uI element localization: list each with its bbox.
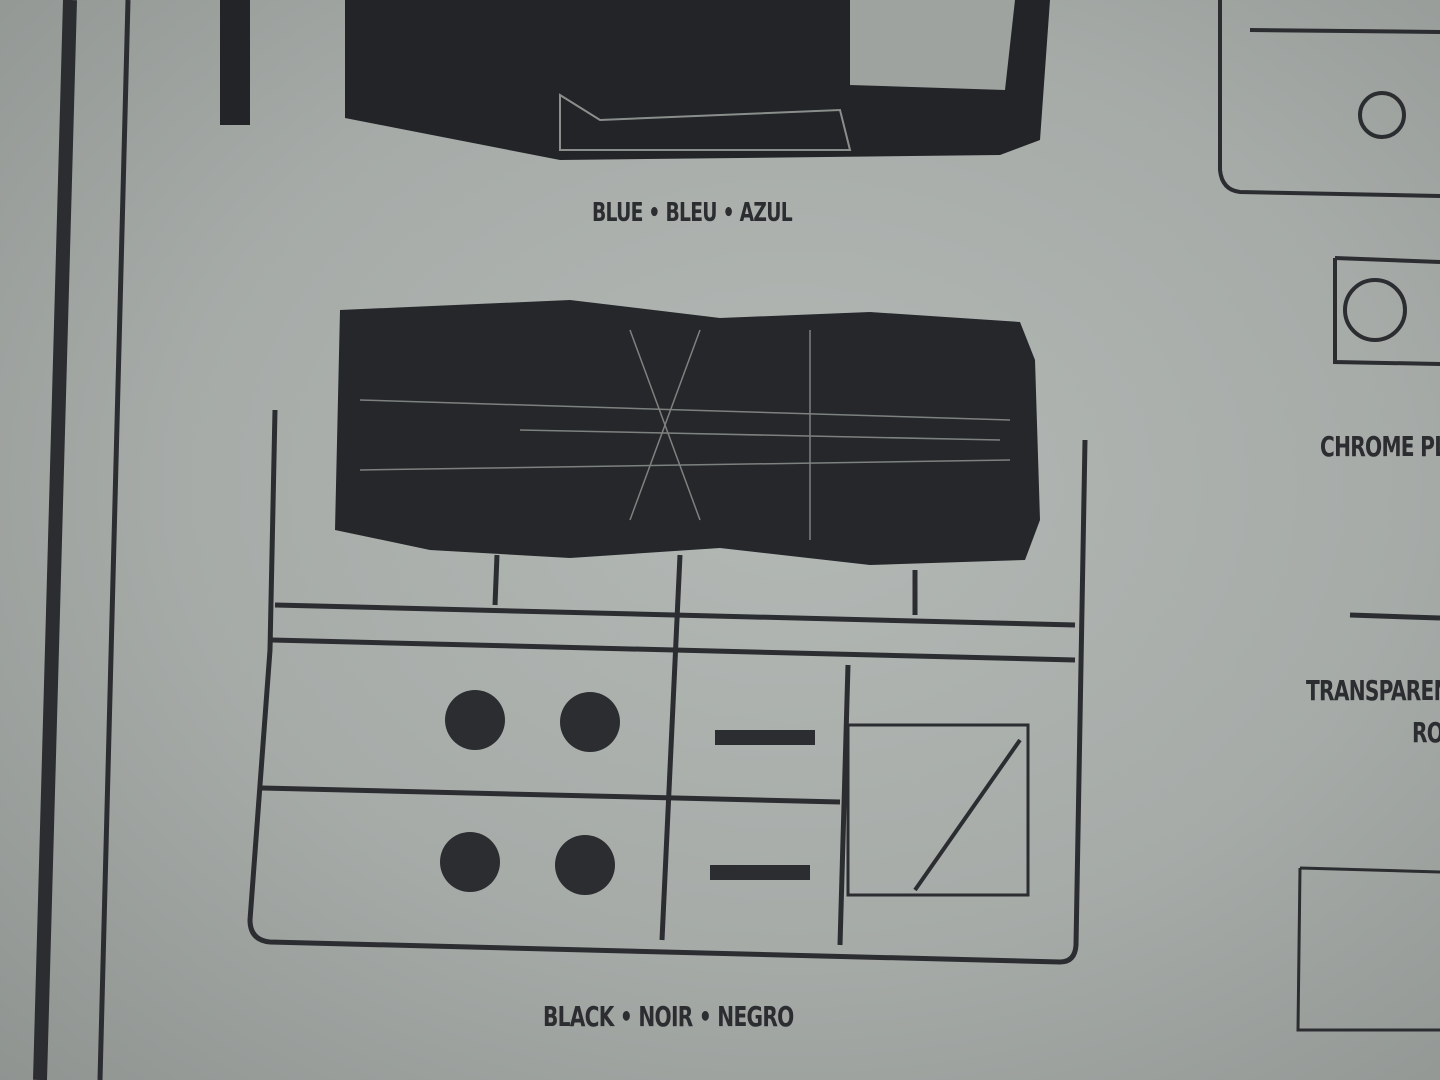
wheel (560, 692, 620, 752)
part-bar (715, 730, 815, 745)
black-sprue-frame (247, 409, 1088, 965)
chassis-underbody (335, 300, 1040, 565)
sheet-border-thick (33, 0, 77, 1080)
transparent-part-outline (1296, 866, 1440, 1032)
wheel (445, 690, 505, 750)
wheel (555, 835, 615, 895)
sprue-part-left (220, 0, 250, 125)
wheels (440, 690, 815, 895)
sheet-border-thin (97, 0, 131, 1080)
chrome-sprue (1218, 0, 1440, 366)
wheel (440, 832, 500, 892)
color-label-transparent: TRANSPARENT (1306, 674, 1440, 707)
color-label-transparent-line2: RO (1412, 716, 1440, 749)
color-label-black: BLACK • NOIR • NEGRO (543, 1000, 794, 1033)
color-label-chrome: CHROME PLA (1320, 430, 1440, 463)
part-bar (710, 865, 810, 880)
color-label-blue: BLUE • BLEU • AZUL (592, 198, 793, 228)
